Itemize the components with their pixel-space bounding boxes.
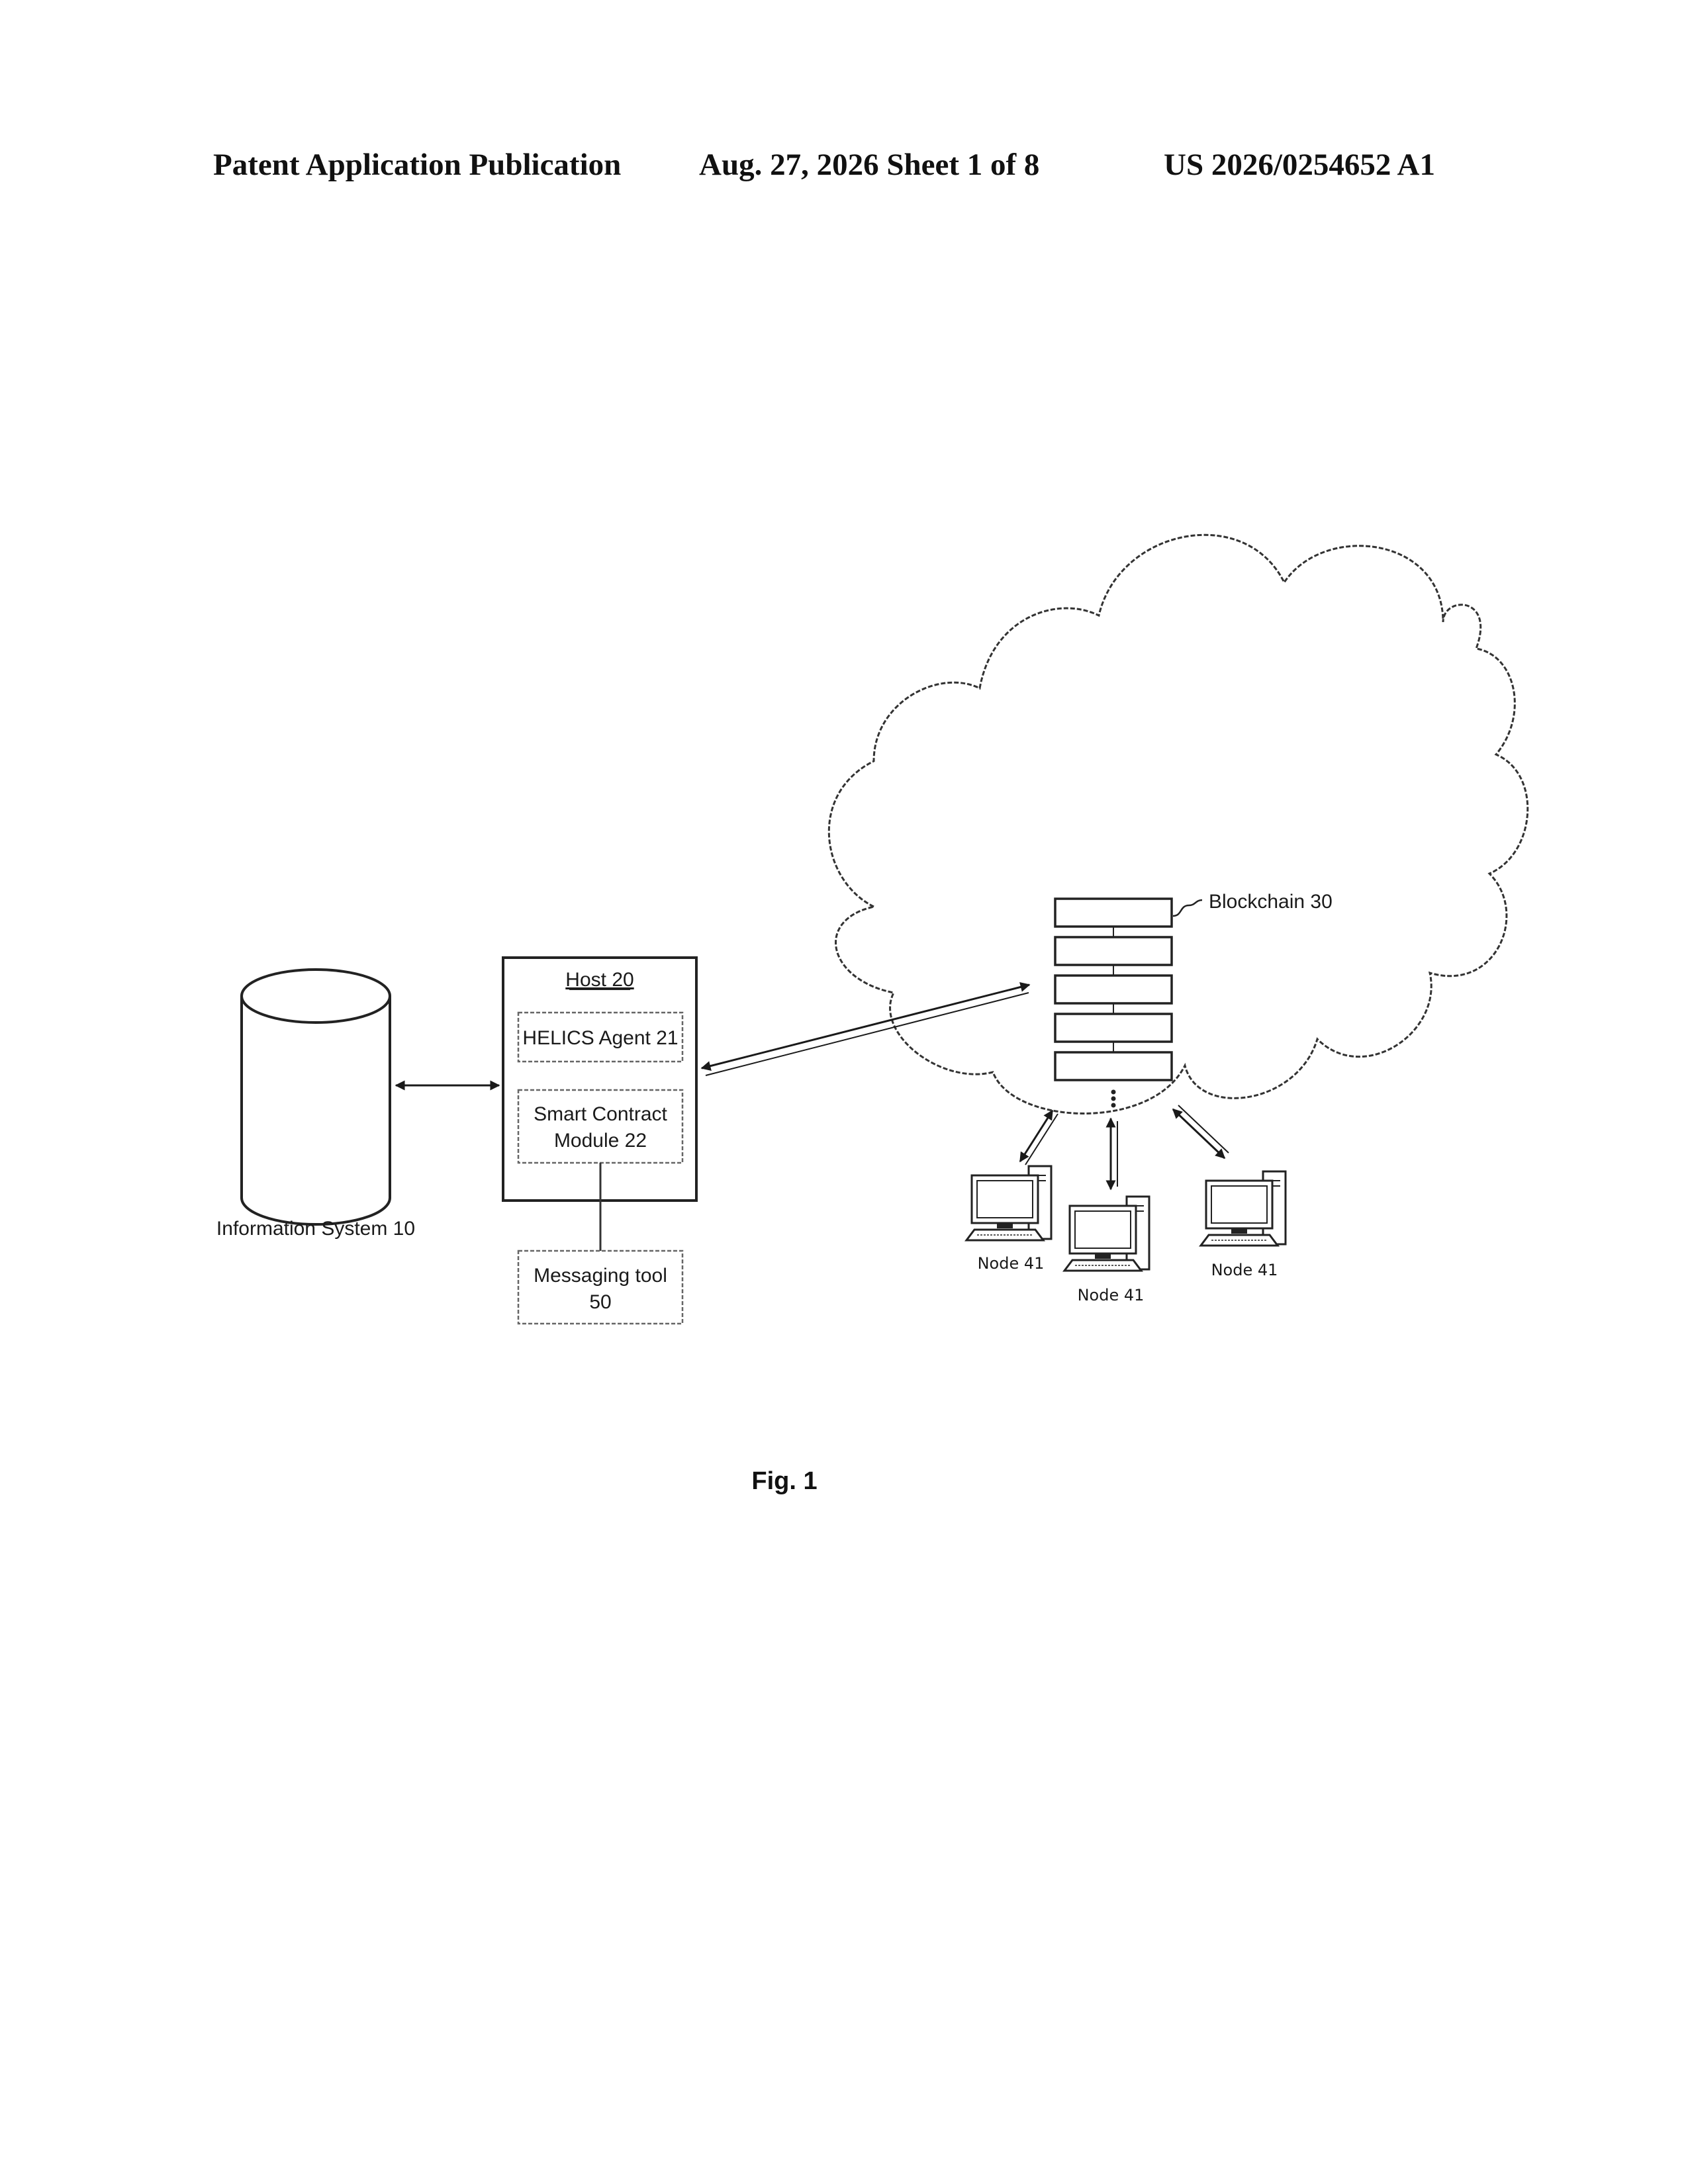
arrow-to-node-left [1020, 1111, 1058, 1165]
node-center-label: Node 41 [1078, 1286, 1145, 1304]
information-system-label: Information System 10 [216, 1218, 415, 1240]
node-left-label: Node 41 [978, 1254, 1045, 1273]
helics-agent-label: HELICS Agent 21 [522, 1027, 678, 1049]
block [1055, 976, 1172, 1003]
node-computer-right-icon [1201, 1171, 1286, 1246]
messaging-tool-label-line1: Messaging tool [534, 1265, 667, 1287]
blockchain-blocks [1055, 899, 1172, 1108]
node-computer-left-icon [966, 1166, 1051, 1240]
arrow-to-node-center [1111, 1118, 1117, 1189]
arrow-to-node-right [1173, 1105, 1229, 1158]
figure-caption: Fig. 1 [751, 1467, 817, 1495]
messaging-tool-label-line2: 50 [589, 1291, 611, 1313]
block [1055, 1052, 1172, 1080]
block [1055, 899, 1172, 927]
host-blockchain-arrow [702, 985, 1029, 1075]
smart-contract-label-line2: Module 22 [554, 1130, 647, 1152]
smart-contract-label-line1: Smart Contract [534, 1103, 667, 1125]
block [1055, 937, 1172, 965]
blockchain-leader-line [1173, 900, 1202, 916]
node-computer-center-icon [1064, 1197, 1149, 1271]
network-cloud [829, 535, 1527, 1113]
block [1055, 1014, 1172, 1042]
information-system-database [242, 970, 390, 1224]
blockchain-label: Blockchain 30 [1209, 891, 1333, 913]
node-right-label: Node 41 [1211, 1261, 1278, 1279]
host-label: Host 20 [565, 969, 633, 991]
